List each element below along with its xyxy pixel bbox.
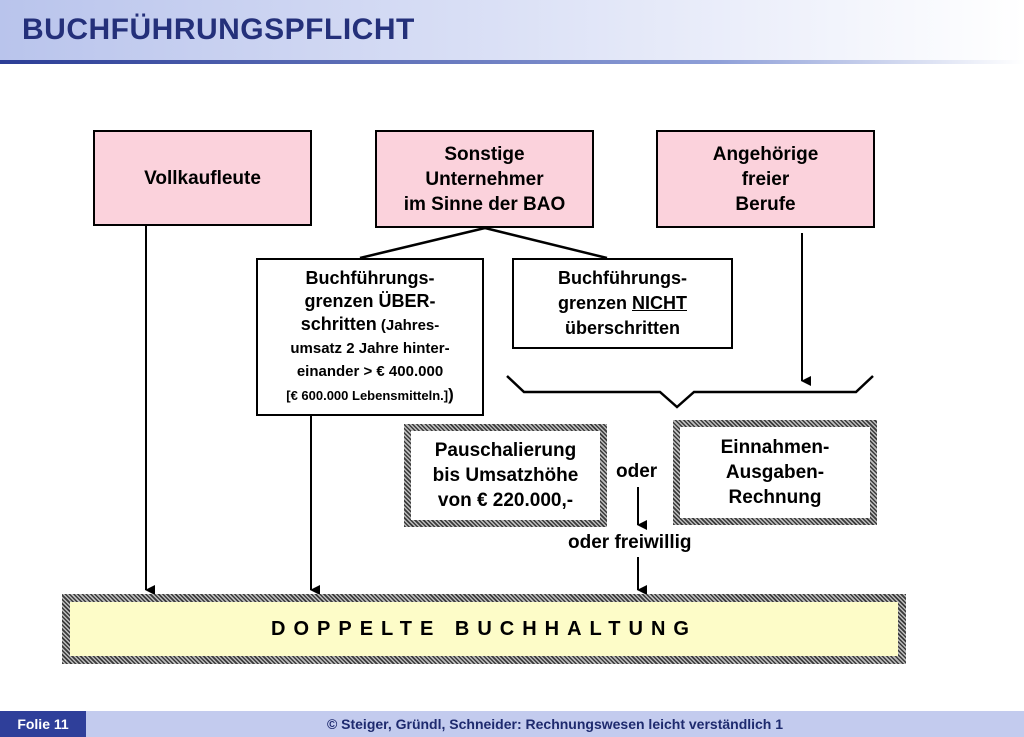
- sonstige-line-1: Sonstige: [444, 143, 525, 165]
- pausch-line-1: Pauschalierung: [434, 440, 577, 461]
- nicht-line-2b: NICHT: [632, 293, 687, 313]
- title-underline: [0, 60, 1024, 64]
- box-einnahmen-ausgaben: Einnahmen- Ausgaben- Rechnung: [673, 420, 877, 525]
- angehoerige-line-1: Angehörige: [712, 143, 819, 165]
- label-doppelte-buchhaltung: DOPPELTE BUCHHALTUNG: [271, 617, 697, 640]
- box-grenzen-ueberschritten: Buchführungs- grenzen ÜBER- schritten (J…: [256, 258, 484, 416]
- split-left-line: [359, 226, 486, 260]
- box-angehoerige-freier-berufe: Angehörige freier Berufe: [656, 130, 875, 228]
- label-vollkaufleute: Vollkaufleute: [144, 167, 261, 189]
- ueber-line-6a: [€ 600.000 Lebensmitteln.]: [286, 388, 449, 403]
- angehoerige-line-3: Berufe: [735, 193, 796, 215]
- ea-line-2: Ausgaben-: [725, 462, 825, 483]
- footer-copyright: © Steiger, Gründl, Schneider: Rechnungsw…: [326, 716, 784, 732]
- label-oder-freiwillig: oder freiwillig: [568, 532, 692, 553]
- title-bar: [0, 0, 1024, 62]
- box-vollkaufleute: Vollkaufleute: [93, 130, 312, 226]
- ueber-line-3a: schritten: [300, 314, 377, 334]
- ueber-line-6b: ): [448, 385, 454, 404]
- box-doppelte-buchhaltung: DOPPELTE BUCHHALTUNG: [62, 594, 906, 664]
- ueber-line-2: grenzen ÜBER-: [304, 291, 436, 311]
- box-grenzen-nicht-ueberschritten: Buchführungs- grenzen NICHT überschritte…: [512, 258, 733, 349]
- ueber-line-3b: (Jahres-: [376, 317, 440, 334]
- ea-line-3: Rechnung: [728, 487, 822, 508]
- nicht-line-1: Buchführungs-: [558, 268, 687, 288]
- footer-bar: [0, 711, 1024, 737]
- split-right-line: [484, 226, 608, 260]
- angehoerige-line-2: freier: [741, 168, 790, 190]
- sonstige-line-2: Unternehmer: [425, 168, 544, 190]
- ea-line-1: Einnahmen-: [720, 437, 830, 458]
- ueber-line-4: umsatz 2 Jahre hinter-: [290, 340, 450, 357]
- ueber-line-1: Buchführungs-: [305, 268, 435, 288]
- nicht-line-2a: grenzen: [557, 293, 632, 313]
- ueber-line-5: einander > € 400.000: [296, 363, 444, 380]
- sonstige-line-3: im Sinne der BAO: [403, 193, 566, 215]
- pausch-line-3: von € 220.000,-: [437, 490, 574, 511]
- box-pauschalierung: Pauschalierung bis Umsatzhöhe von € 220.…: [404, 424, 607, 527]
- box-sonstige-unternehmer: Sonstige Unternehmer im Sinne der BAO: [375, 130, 594, 228]
- slide-number: Folie 11: [0, 711, 86, 737]
- slide-title: BUCHFÜHRUNGSPFLICHT: [22, 13, 415, 46]
- nicht-line-3: überschritten: [564, 318, 680, 338]
- brace: [506, 375, 874, 409]
- label-oder: oder: [616, 461, 658, 482]
- pausch-line-2: bis Umsatzhöhe: [432, 465, 579, 486]
